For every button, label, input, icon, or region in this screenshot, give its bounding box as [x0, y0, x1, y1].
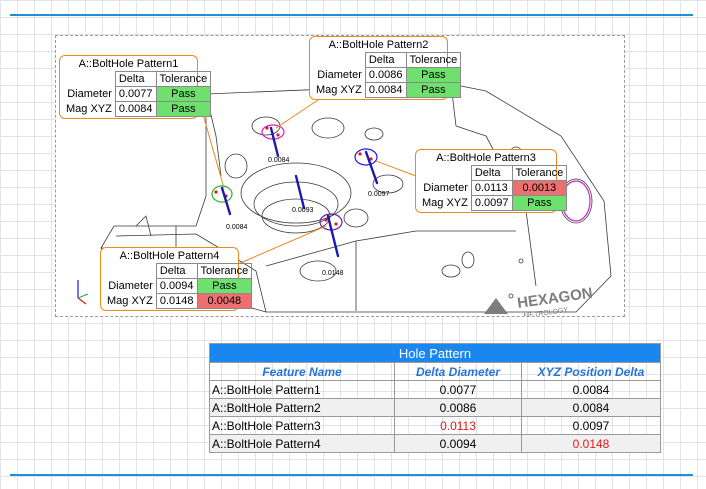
tolerance-status: Pass [405, 67, 462, 83]
hole-label: 0.0148 [322, 270, 344, 277]
delta-value: 0.0084 [114, 101, 157, 117]
col-tolerance: Tolerance [405, 52, 462, 68]
feature-name-cell: A::BoltHole Pattern4 [209, 434, 395, 453]
xyz-delta-cell: 0.0097 [521, 416, 661, 435]
row-label: Mag XYZ [313, 82, 366, 98]
delta-value: 0.0113 [470, 180, 513, 196]
delta-value: 0.0077 [114, 86, 157, 102]
delta-diameter-cell: 0.0086 [394, 398, 522, 417]
table-caption: Hole Pattern [209, 343, 661, 363]
header-feature-name: Feature Name [209, 362, 395, 381]
header-delta-diameter: Delta Diameter [394, 362, 522, 381]
col-delta: Delta [364, 52, 407, 68]
delta-value: 0.0094 [155, 278, 198, 294]
delta-value: 0.0148 [155, 293, 198, 309]
delta-diameter-cell: 0.0113 [394, 416, 522, 435]
tolerance-status: Pass [405, 82, 462, 98]
watermark-sub: METROLOGY [523, 307, 569, 316]
feature-name-cell: A::BoltHole Pattern3 [209, 416, 395, 435]
row-label: Mag XYZ [104, 293, 157, 309]
table-row: A::BoltHole Pattern2 0.0086 0.0084 [209, 398, 661, 417]
row-label: Diameter [63, 86, 116, 102]
hole-pattern-table: Hole Pattern Feature Name Delta Diameter… [209, 343, 661, 453]
col-tolerance: Tolerance [196, 263, 253, 279]
callout-title: A::BoltHole Pattern4 [119, 250, 220, 262]
row-label: Diameter [104, 278, 157, 294]
tolerance-status: 0.0048 [196, 293, 253, 309]
hole-label: 0.0084 [268, 157, 290, 164]
callout-title: A::BoltHole Pattern3 [436, 152, 536, 164]
hole-label: 0.0093 [292, 207, 314, 214]
xyz-delta-cell: 0.0084 [521, 380, 661, 399]
tolerance-status: Pass [155, 101, 212, 117]
table-row: A::BoltHole Pattern3 0.0113 0.0097 [209, 416, 661, 435]
callout-title: A::BoltHole Pattern1 [78, 58, 179, 70]
tolerance-status: Pass [196, 278, 253, 294]
tolerance-status: Pass [511, 195, 568, 211]
hole-label: 0.0084 [226, 224, 248, 231]
cad-part-view: HEXAGON METROLOGY [77, 83, 612, 316]
col-delta: Delta [114, 71, 157, 87]
header-xyz-position-delta: XYZ Position Delta [521, 362, 661, 381]
tolerance-status: 0.0013 [511, 180, 568, 196]
hole-label: 0.0097 [368, 191, 390, 198]
col-tolerance: Tolerance [155, 71, 212, 87]
top-divider [10, 14, 693, 16]
row-label: Mag XYZ [419, 195, 472, 211]
col-delta: Delta [470, 165, 513, 181]
table-row: A::BoltHole Pattern1 0.0077 0.0084 [209, 380, 661, 399]
callout-title: A::BoltHole Pattern2 [328, 39, 429, 51]
bottom-divider [10, 474, 693, 476]
col-delta: Delta [155, 263, 198, 279]
col-tolerance: Tolerance [511, 165, 568, 181]
delta-value: 0.0084 [364, 82, 407, 98]
feature-name-cell: A::BoltHole Pattern2 [209, 398, 395, 417]
delta-diameter-cell: 0.0077 [394, 380, 522, 399]
delta-diameter-cell: 0.0094 [394, 434, 522, 453]
xyz-delta-cell: 0.0148 [521, 434, 661, 453]
feature-name-cell: A::BoltHole Pattern1 [209, 380, 395, 399]
delta-value: 0.0086 [364, 67, 407, 83]
tolerance-status: Pass [155, 86, 212, 102]
xyz-delta-cell: 0.0084 [521, 398, 661, 417]
row-label: Diameter [419, 180, 472, 196]
table-row: A::BoltHole Pattern4 0.0094 0.0148 [209, 434, 661, 453]
row-label: Diameter [313, 67, 366, 83]
row-label: Mag XYZ [63, 101, 116, 117]
delta-value: 0.0097 [470, 195, 513, 211]
